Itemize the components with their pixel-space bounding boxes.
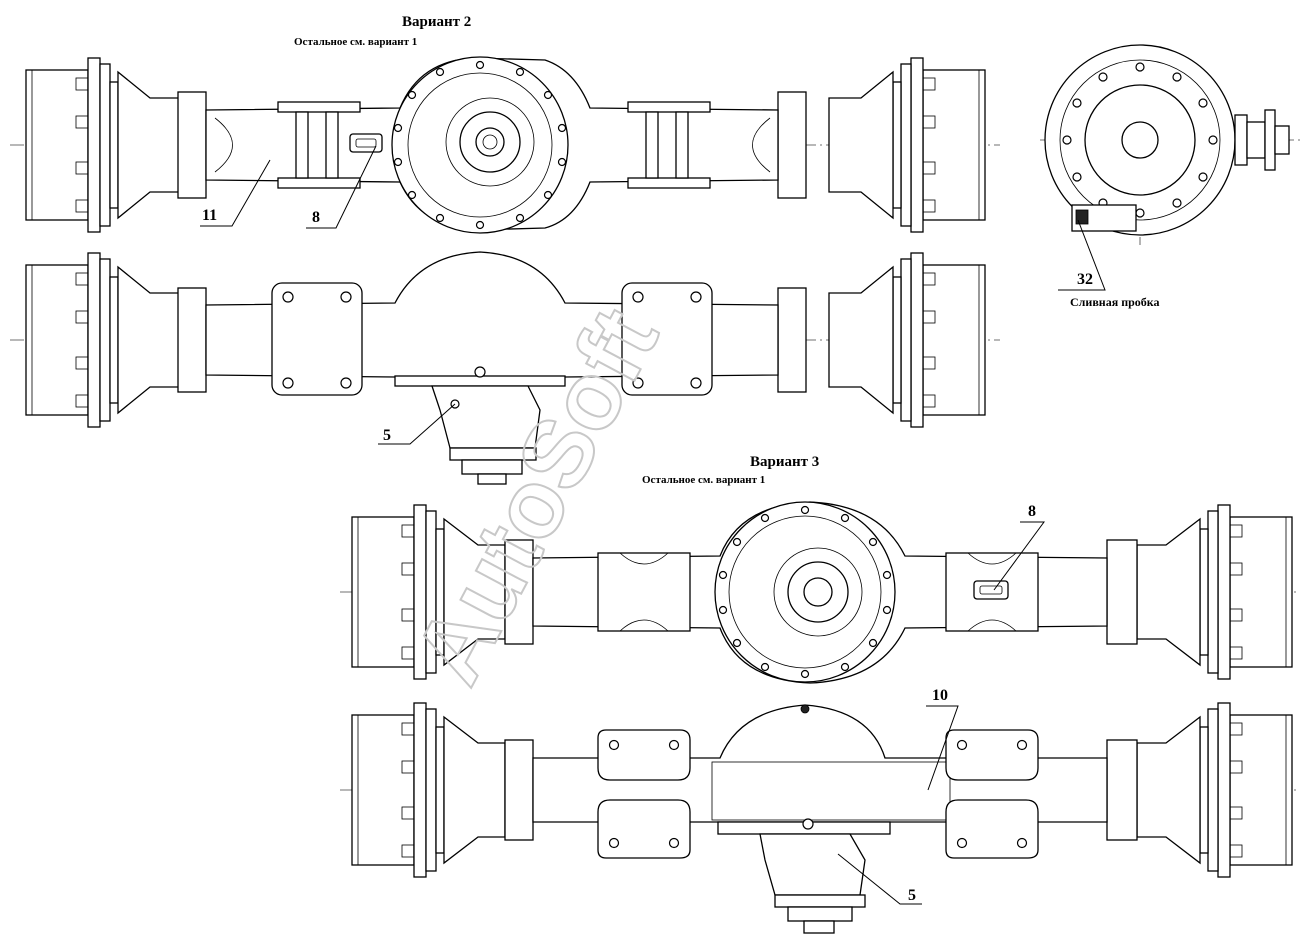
callout-v3-8: 8 xyxy=(993,503,1045,591)
axle-end-view xyxy=(1040,44,1300,245)
variant3-note: Остальное см. вариант 1 xyxy=(642,474,765,486)
end-view-caption: Сливная пробка xyxy=(1070,295,1160,309)
callout-label: 10 xyxy=(932,687,948,704)
callout-end-32: 32 Сливная пробка xyxy=(1058,219,1160,309)
callout-label: 8 xyxy=(312,209,320,226)
variant2-note: Остальное см. вариант 1 xyxy=(294,36,417,48)
callout-label: 5 xyxy=(908,887,916,904)
callout-v2-5: 5 xyxy=(378,403,456,445)
variant2-title: Вариант 2 xyxy=(402,14,471,30)
callout-v3-5: 5 xyxy=(837,853,922,905)
variant2-front-view xyxy=(10,251,1000,485)
callout-label: 8 xyxy=(1028,503,1036,520)
variant3-title: Вариант 3 xyxy=(750,454,819,470)
callout-label: 32 xyxy=(1077,271,1093,288)
callout-label: 5 xyxy=(383,427,391,444)
callout-v2-8: 8 xyxy=(306,145,377,229)
callout-label: 11 xyxy=(202,207,217,224)
variant3-front-view xyxy=(340,702,1300,934)
callout-v3-10: 10 xyxy=(926,687,959,791)
variant3-top-view xyxy=(340,501,1300,684)
callout-v2-11: 11 xyxy=(200,159,271,227)
variant2-top-view xyxy=(10,56,1000,234)
